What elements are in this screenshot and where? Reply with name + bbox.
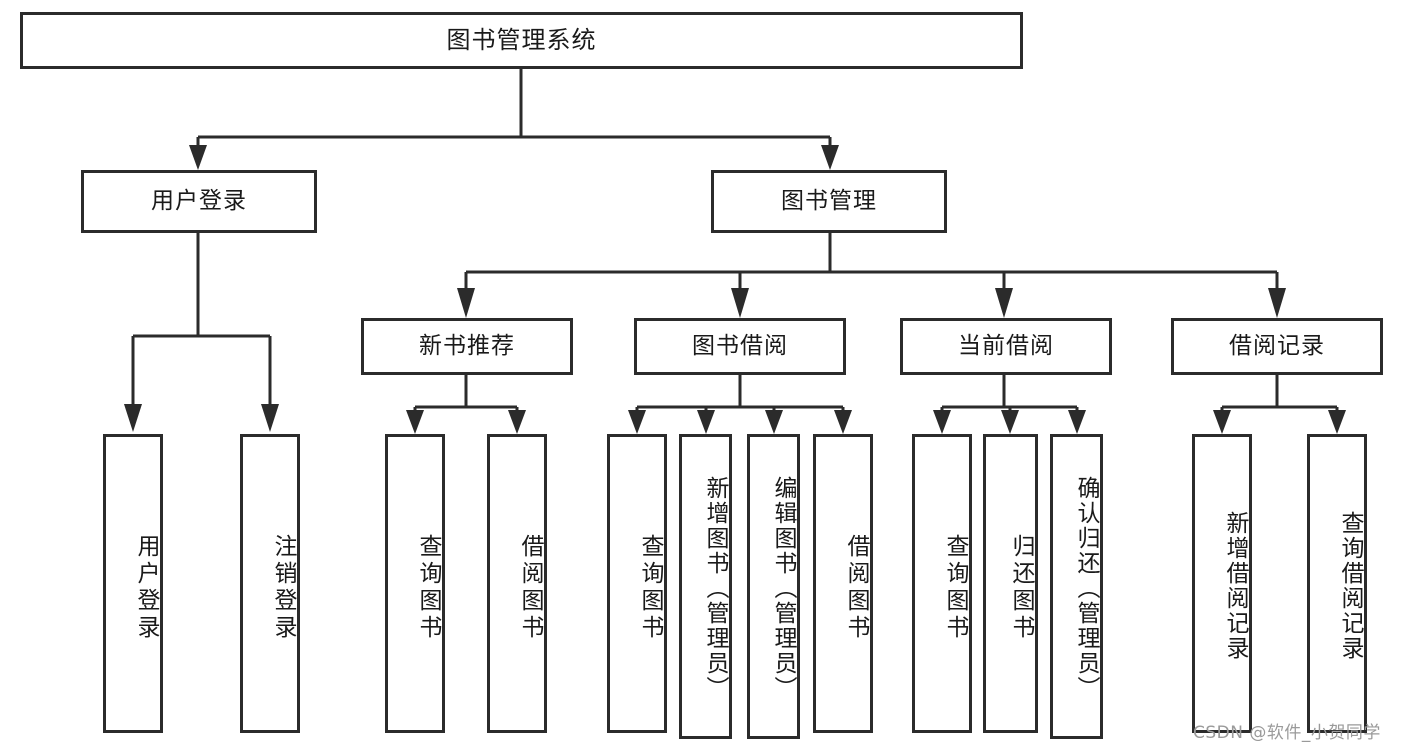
leaf-bb-add-book-admin[interactable]: 新增图书（管理员）: [679, 434, 732, 739]
node-user-login[interactable]: 用户登录: [81, 170, 317, 233]
arrow-bb-c4: [834, 410, 852, 434]
leaf-bb-query-books[interactable]: 查询图书: [607, 434, 667, 733]
arrow-bm-c3: [995, 288, 1013, 318]
arrow-br-c1: [1213, 410, 1231, 434]
csdn-watermark: CSDN @软件_小贺同学: [1193, 723, 1381, 743]
leaf-br-add-record[interactable]: 新增借阅记录: [1192, 434, 1252, 733]
leaf-cb-return-books[interactable]: 归还图书: [983, 434, 1038, 733]
leaf-cb-query-books[interactable]: 查询图书: [912, 434, 972, 733]
node-current-borrow[interactable]: 当前借阅: [900, 318, 1112, 375]
arrow-ul-child1: [124, 404, 142, 432]
leaf-nbr-borrow-books[interactable]: 借阅图书: [487, 434, 547, 733]
node-borrow-record[interactable]: 借阅记录: [1171, 318, 1383, 375]
leaf-bb-borrow-books[interactable]: 借阅图书: [813, 434, 873, 733]
arrow-book-mgmt: [821, 145, 839, 170]
arrow-cb-c2: [1001, 410, 1019, 434]
arrow-cb-c1: [933, 410, 951, 434]
node-new-book-recommend[interactable]: 新书推荐: [361, 318, 573, 375]
leaf-br-query-record[interactable]: 查询借阅记录: [1307, 434, 1367, 733]
node-book-management[interactable]: 图书管理: [711, 170, 947, 233]
arrow-cb-c3: [1068, 410, 1086, 434]
arrow-bm-c2: [731, 288, 749, 318]
arrow-br-c2: [1328, 410, 1346, 434]
node-root-system[interactable]: 图书管理系统: [20, 12, 1023, 69]
arrow-user-login: [189, 145, 207, 170]
leaf-user-login-signout[interactable]: 注销登录: [240, 434, 300, 733]
arrow-bb-c2: [697, 410, 715, 434]
arrow-nbr-c2: [508, 410, 526, 434]
arrow-ul-child2: [261, 404, 279, 432]
leaf-cb-confirm-return-admin[interactable]: 确认归还（管理员）: [1050, 434, 1103, 739]
leaf-user-login-signin[interactable]: 用户登录: [103, 434, 163, 733]
arrow-nbr-c1: [406, 410, 424, 434]
node-book-borrow[interactable]: 图书借阅: [634, 318, 846, 375]
arrow-bb-c1: [628, 410, 646, 434]
arrow-bb-c3: [765, 410, 783, 434]
arrow-bm-c1: [457, 288, 475, 318]
arrow-bm-c4: [1268, 288, 1286, 318]
leaf-nbr-query-books[interactable]: 查询图书: [385, 434, 445, 733]
leaf-bb-edit-book-admin[interactable]: 编辑图书（管理员）: [747, 434, 800, 739]
